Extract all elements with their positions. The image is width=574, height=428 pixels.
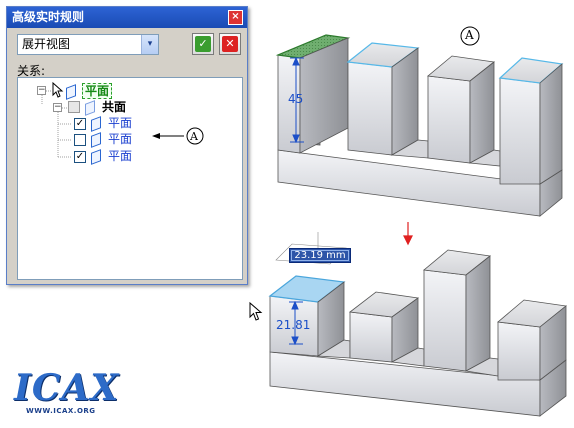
face-2-checkbox[interactable]: [74, 134, 86, 146]
tree-lines: [41, 90, 72, 158]
coplanar-expander[interactable]: −: [53, 102, 62, 112]
tree-coplanar-item[interactable]: 共面: [102, 99, 126, 115]
bottom-height-dimension: 21.81: [276, 318, 311, 332]
dialog-titlebar[interactable]: 高级实时规则 ×: [7, 7, 247, 28]
icax-logo: ICAX WWW.ICAX.ORG: [8, 367, 128, 416]
face-2-label: 平面: [108, 132, 133, 146]
model-callout-letter: A: [465, 28, 474, 42]
ok-button[interactable]: ✓: [192, 33, 214, 55]
view-select-value: 展开视图: [22, 37, 71, 51]
dialog-title: 高级实时规则: [12, 10, 85, 24]
coplanar-checkbox-icon: [68, 101, 80, 113]
logo-main: ICAX: [14, 367, 120, 409]
tree-callout-arrow: [152, 133, 184, 139]
face-1-checkbox[interactable]: ✓: [74, 118, 86, 130]
relations-label: 关系:: [17, 64, 46, 78]
view-select[interactable]: 展开视图 ▾: [17, 34, 159, 55]
advanced-live-rules-dialog: 高级实时规则 × 展开视图 ▾ ✓ ✕ 关系: −: [6, 6, 248, 285]
top-height-dimension: 45: [288, 92, 304, 106]
chevron-down-icon[interactable]: ▾: [141, 35, 158, 54]
face-3-label: 平面: [108, 149, 133, 163]
cancel-button[interactable]: ✕: [219, 33, 241, 55]
tree-callout-circle: [186, 127, 204, 145]
cross-icon: ✕: [222, 36, 238, 52]
dimension-edit-box[interactable]: 23.19 mm: [289, 248, 351, 263]
mouse-cursor-icon: [249, 301, 263, 321]
root-expander[interactable]: −: [37, 85, 46, 95]
relations-tree[interactable]: − 平面 − 共面 ✓ 平面 平面 ✓ 平面 A: [17, 77, 243, 280]
face-1-label: 平面: [108, 116, 133, 130]
tree-root-item[interactable]: 平面: [82, 83, 113, 99]
tree-callout-letter: A: [190, 130, 198, 143]
checkmark-icon: ✓: [195, 36, 211, 52]
tree-root-label: 平面: [82, 83, 113, 99]
close-icon[interactable]: ×: [228, 10, 243, 25]
tree-coplanar-label: 共面: [102, 100, 127, 114]
logo-url: WWW.ICAX.ORG: [26, 407, 96, 415]
face-3-checkbox[interactable]: ✓: [74, 151, 86, 163]
